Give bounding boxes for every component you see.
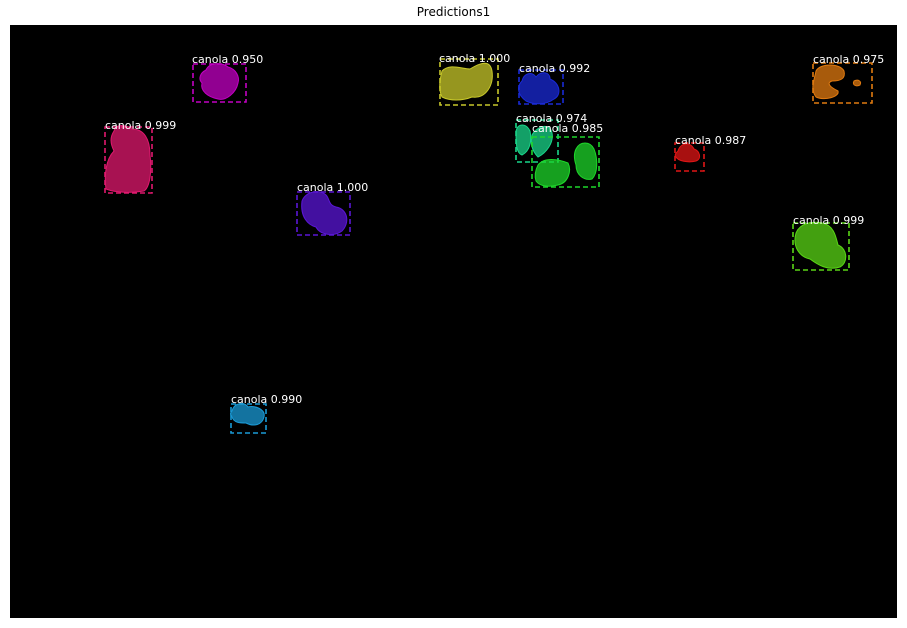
detection-7	[674, 142, 705, 172]
mask-3	[812, 64, 845, 100]
detection-3	[812, 62, 873, 104]
detection-label: canola 1.000	[439, 52, 511, 65]
mask-0	[199, 63, 239, 100]
detection-4	[104, 125, 153, 194]
mask-4	[104, 125, 152, 193]
box-8	[296, 191, 351, 236]
mask-10	[230, 403, 265, 426]
box-2	[518, 69, 564, 105]
detection-label: canola 0.985	[532, 122, 604, 135]
box-3	[812, 62, 873, 104]
detection-label: canola 0.975	[813, 53, 885, 66]
mask-5	[515, 124, 532, 156]
detection-10	[230, 403, 267, 434]
detection-8	[296, 191, 351, 236]
detection-label: canola 0.974	[516, 112, 588, 125]
mask-1	[439, 62, 493, 101]
detection-1	[439, 58, 499, 106]
mask-8	[301, 191, 348, 235]
mask-6	[534, 159, 571, 187]
detection-label: canola 0.999	[793, 214, 865, 227]
detection-9	[792, 221, 850, 271]
box-0	[192, 63, 247, 103]
mask-3b	[853, 79, 861, 87]
box-5	[515, 119, 559, 163]
mask-6b	[574, 142, 598, 180]
box-9	[792, 222, 850, 271]
mask-7	[674, 143, 701, 163]
detection-label: canola 0.992	[519, 62, 591, 75]
prediction-image: canola 0.950 canola 1.000 canola 0.992 c…	[10, 25, 897, 618]
detection-2	[518, 69, 564, 105]
detection-label: canola 0.999	[105, 119, 177, 132]
box-4	[104, 126, 153, 194]
detection-0	[192, 63, 247, 103]
mask-2	[518, 72, 560, 105]
box-1	[439, 58, 499, 106]
detection-label: canola 1.000	[297, 181, 369, 194]
detection-label: canola 0.950	[192, 53, 264, 66]
box-7	[674, 142, 705, 172]
detection-label: canola 0.987	[675, 134, 747, 147]
box-6	[531, 136, 600, 188]
detection-label: canola 0.990	[231, 393, 303, 406]
figure-title: Predictions1	[416, 5, 491, 19]
detection-6	[531, 136, 600, 188]
mask-overlay	[104, 58, 873, 434]
box-10	[230, 403, 267, 434]
mask-9	[794, 221, 847, 269]
